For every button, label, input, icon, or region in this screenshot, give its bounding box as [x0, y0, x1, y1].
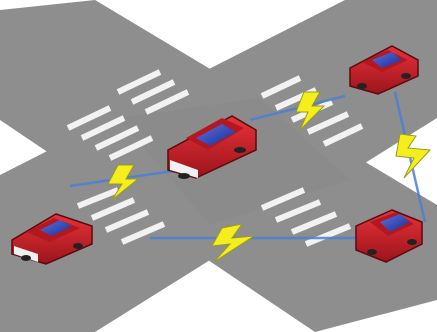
intersection-diagram — [0, 0, 437, 332]
